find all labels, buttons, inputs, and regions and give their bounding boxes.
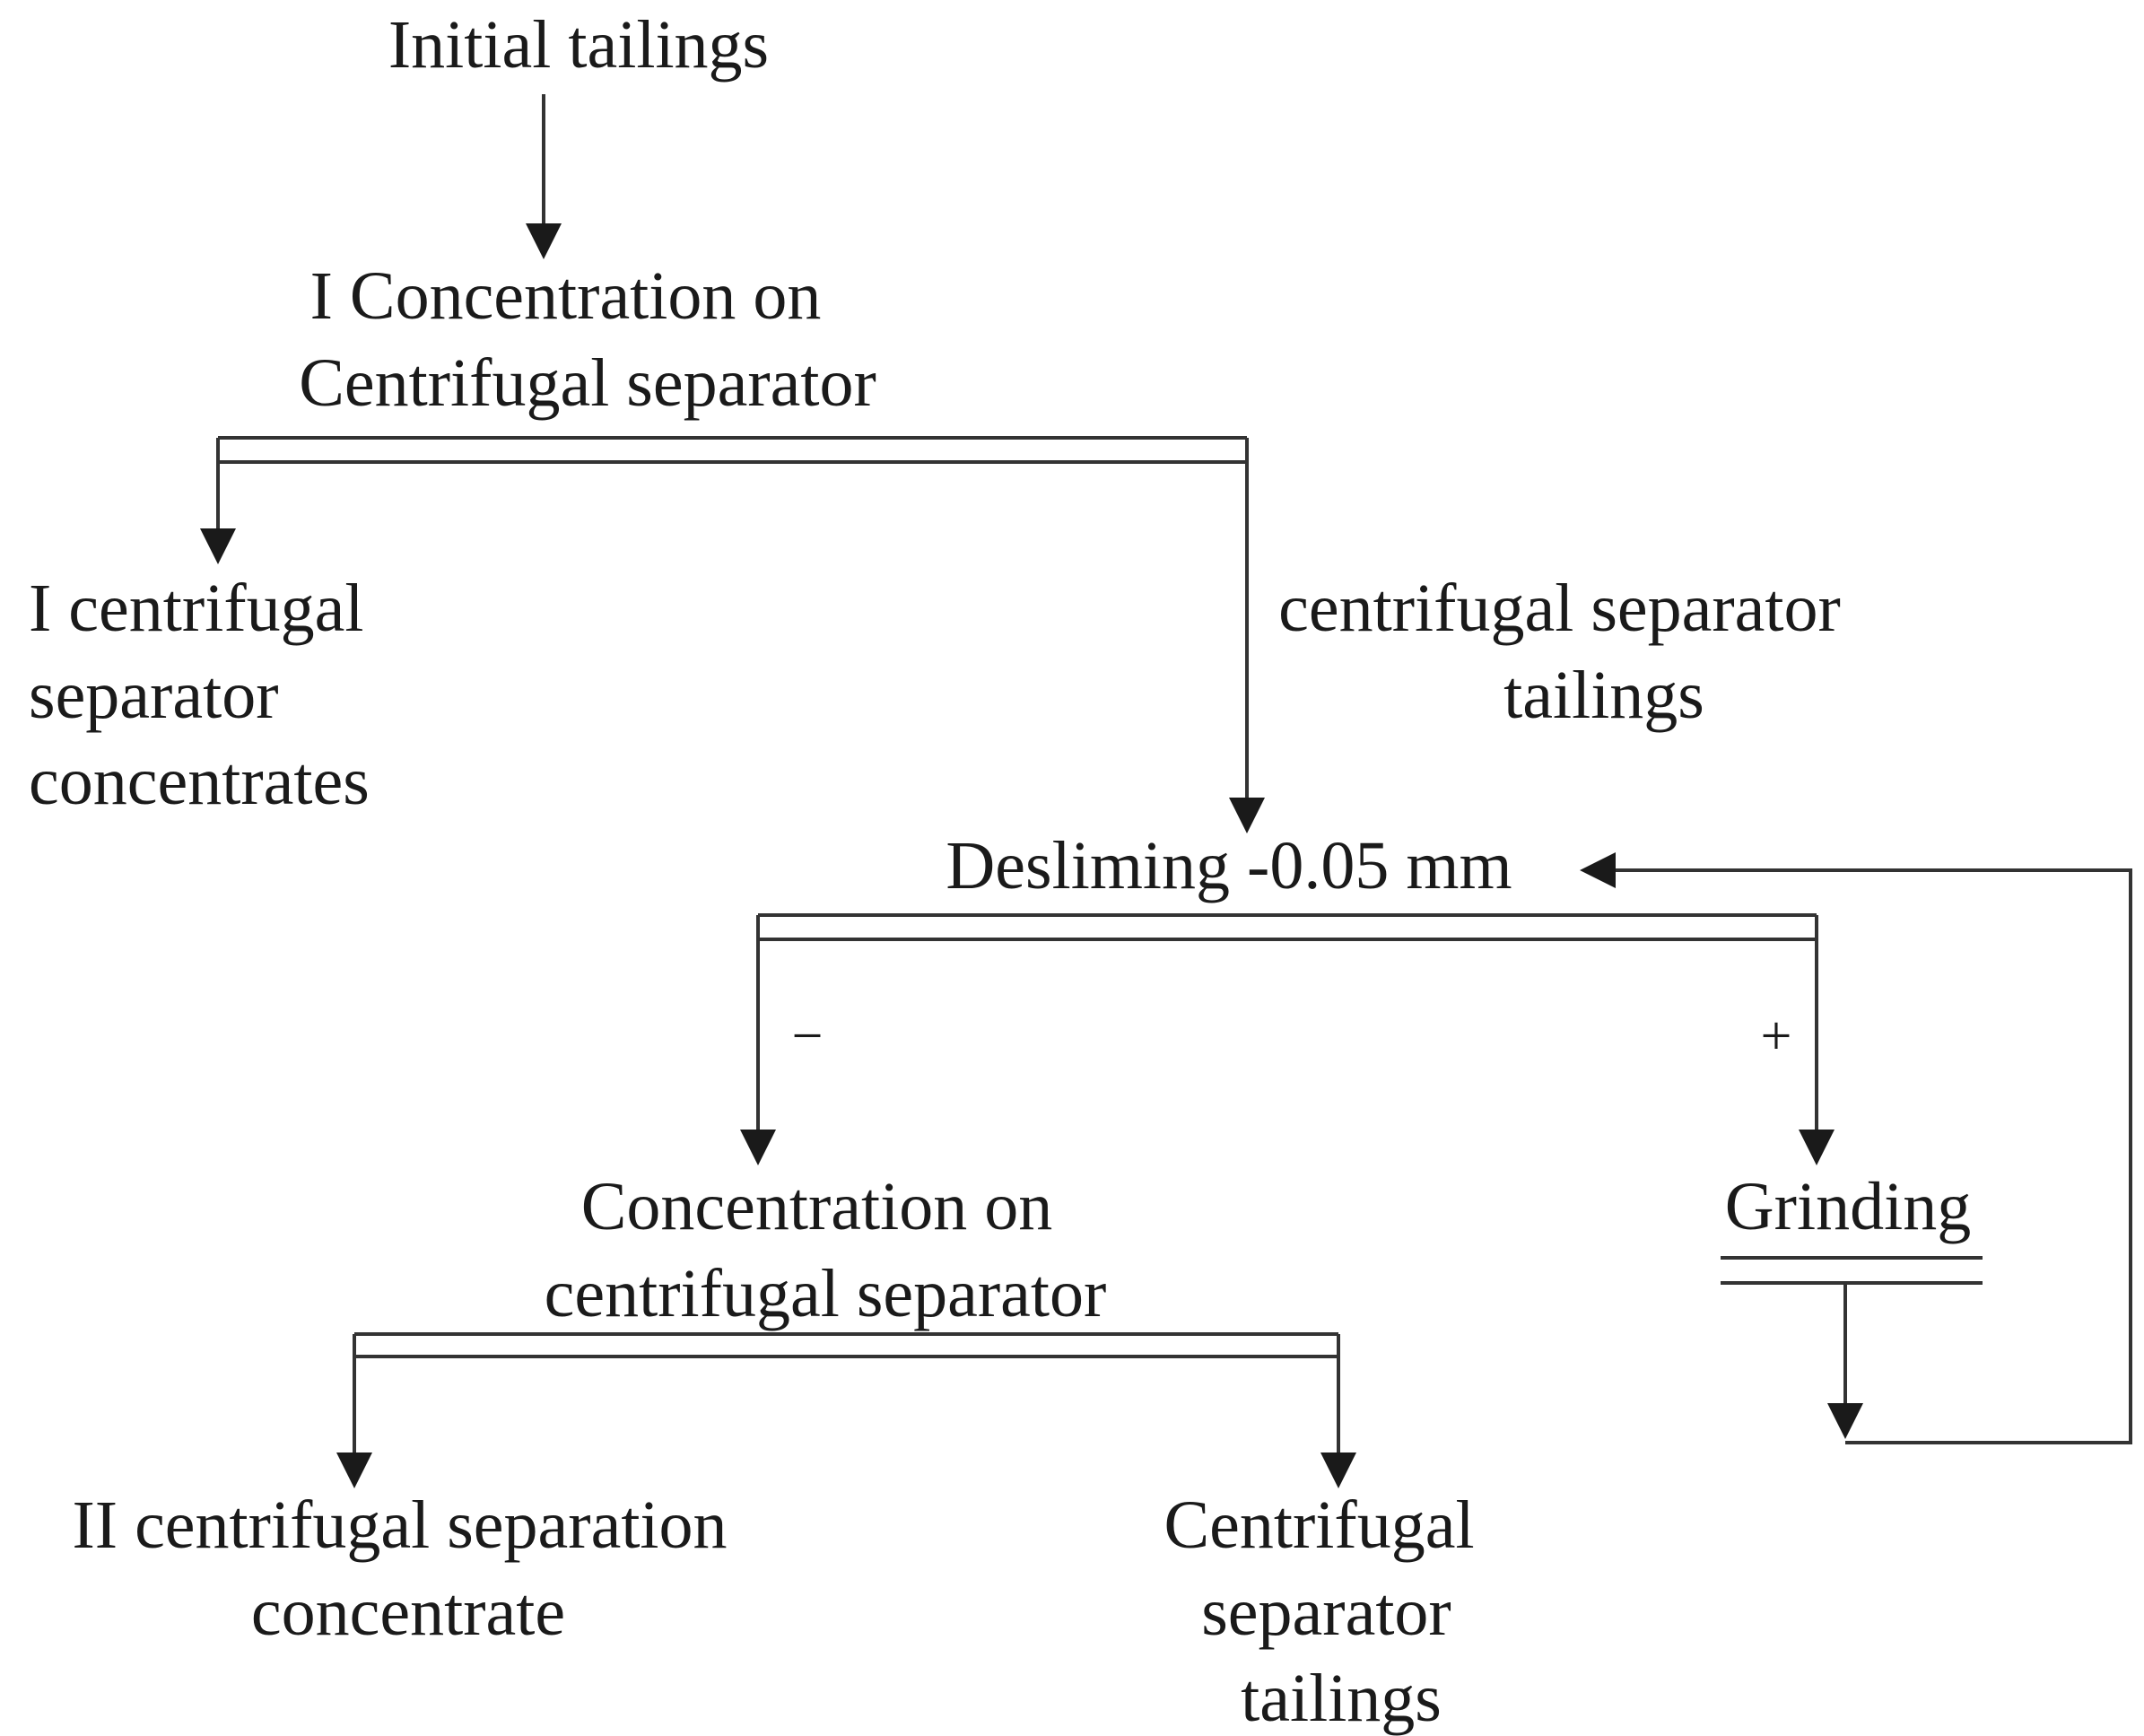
first-concentrates-label: I centrifugal separator concentrates [29, 571, 380, 819]
first-tailings-label: centrifugal separator tailings [1278, 571, 1858, 733]
grinding-label: Grinding [1725, 1169, 1971, 1244]
plus-branch-sign: + [1761, 1006, 1792, 1067]
minus-branch-sign: − [792, 1006, 824, 1067]
initial-tailings-label: Initial tailings [388, 7, 769, 83]
desliming-label: Desliming -0.05 mm [946, 828, 1512, 903]
second-concentrate-label: II centrifugal separation concentrate [72, 1487, 744, 1650]
second-tailings-label: Centrifugal separator tailings [1164, 1487, 1491, 1736]
first-concentration-label: I Concentration on Centrifugal separator [299, 258, 876, 421]
recycle-loop-to-desliming [1580, 852, 2132, 1444]
second-concentration-label: Concentration on centrifugal separator [545, 1169, 1107, 1331]
